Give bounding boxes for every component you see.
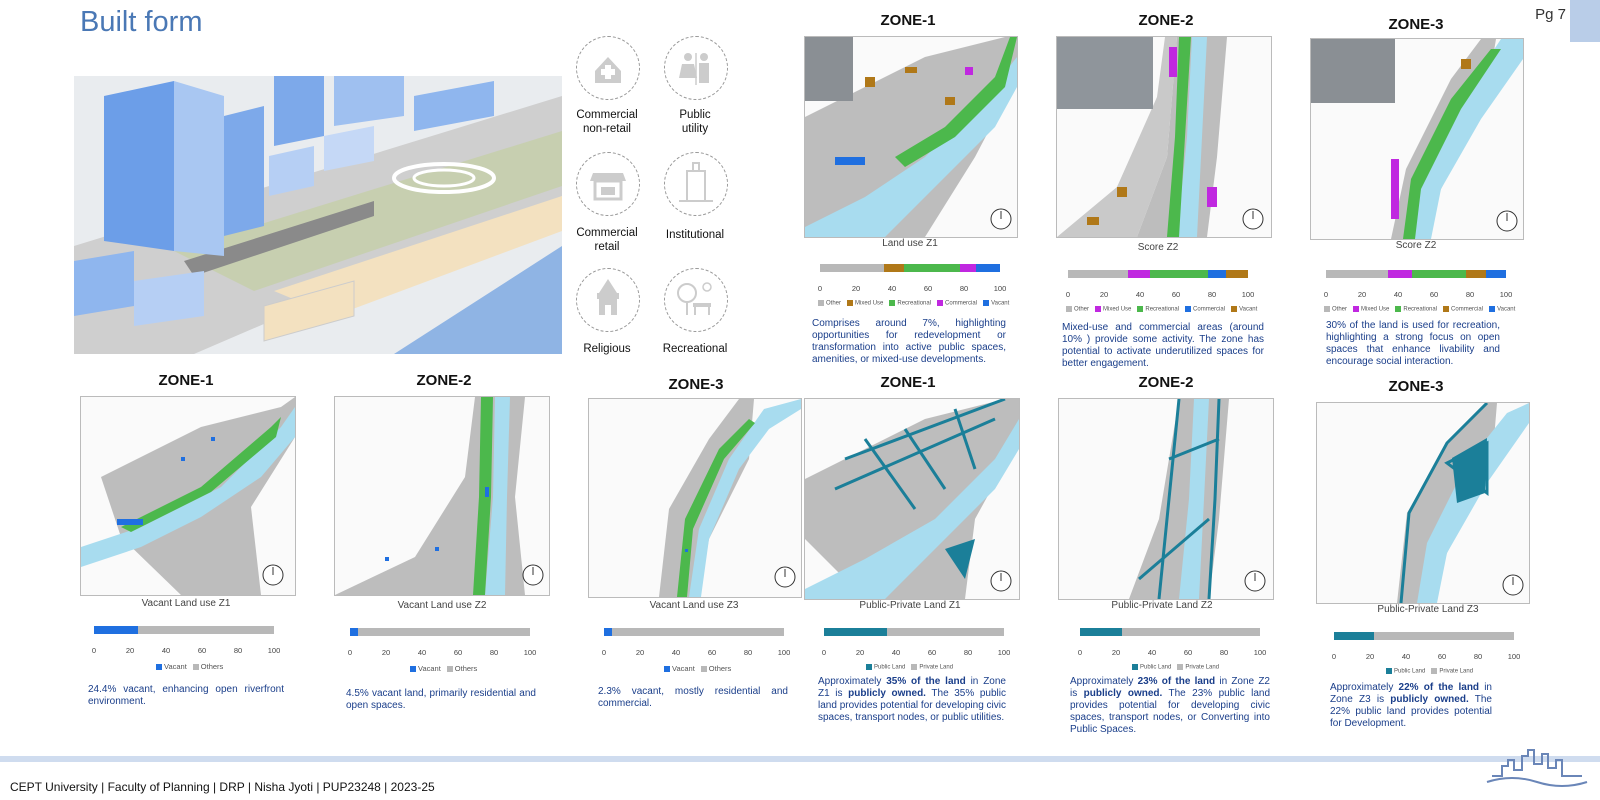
vacant-zone1-description: 24.4% vacant, enhancing open riverfront … [88, 684, 284, 707]
landuse-zone2-description: Mixed-use and commercial areas (around 1… [1062, 322, 1264, 369]
tower-icon [664, 152, 728, 216]
landuse-zone2-map [1056, 36, 1272, 238]
vacant-zone3-title: ZONE-3 [668, 376, 724, 393]
public-zone3-bar-fill [1334, 632, 1374, 640]
vacant-zone2-bar-fill [350, 628, 358, 636]
vacant-zone3-map [588, 398, 802, 598]
landuse-zone1-map [804, 36, 1018, 238]
vacant-zone1-map [80, 396, 296, 596]
built-form-illustration [74, 76, 562, 354]
public-zone2-bar-fill [1080, 628, 1122, 636]
shop-icon [576, 152, 640, 216]
footer-divider [0, 756, 1600, 762]
public-zone1-title: ZONE-1 [880, 374, 936, 391]
landuse-zone3-caption: Score Z2 [1395, 240, 1437, 251]
icon-label-public-utility: Public utility [679, 109, 711, 135]
cross-house-icon [576, 36, 640, 100]
vacant-zone2-title: ZONE-2 [416, 372, 472, 389]
park-bench-icon [664, 268, 728, 332]
vacant-zone3-bar-fill [604, 628, 612, 636]
landuse-zone3-description: 30% of the land is used for recreation, … [1326, 320, 1500, 367]
landuse-zone1-bar [820, 264, 1000, 272]
public-zone2-caption: Public-Private Land Z2 [1111, 600, 1213, 611]
vacant-zone2-map [334, 396, 550, 596]
public-zone3-caption: Public-Private Land Z3 [1377, 604, 1479, 615]
public-zone1-map [804, 398, 1020, 600]
restroom-icon [664, 36, 728, 100]
page-tab-marker [1570, 0, 1600, 42]
landuse-zone1-caption: Land use Z1 [882, 238, 938, 249]
public-zone3-title: ZONE-3 [1388, 378, 1444, 395]
icon-label-commercial-retail: Commercial retail [576, 227, 638, 253]
public-zone2-bar [1080, 628, 1260, 636]
public-zone3-map [1316, 402, 1530, 604]
vacant-zone1-bar-fill [94, 626, 138, 634]
public-zone2-description: Approximately 23% of the land in Zone Z2… [1070, 676, 1271, 735]
vacant-zone3-caption: Vacant Land use Z3 [649, 600, 739, 611]
public-zone1-caption: Public-Private Land Z1 [859, 600, 961, 611]
vacant-zone2-caption: Vacant Land use Z2 [397, 600, 487, 611]
public-zone1-bar [824, 628, 1004, 636]
public-zone1-description: Approximately 35% of the land in Zone Z1… [818, 676, 1006, 723]
landuse-zone2-caption: Score Z2 [1137, 242, 1179, 253]
landuse-zone3-title: ZONE-3 [1388, 16, 1444, 33]
landuse-zone2-title: ZONE-2 [1138, 12, 1194, 29]
vacant-zone2-description: 4.5% vacant land, primarily residential … [346, 688, 536, 711]
public-zone1-bar-fill [824, 628, 887, 636]
public-zone2-map [1058, 398, 1274, 600]
page-number: Pg 7 [1535, 6, 1566, 23]
vacant-zone1-bar [94, 626, 274, 634]
landuse-zone1-title: ZONE-1 [880, 12, 936, 29]
public-zone3-bar [1334, 632, 1514, 640]
landuse-zone3-bar [1326, 270, 1506, 278]
vacant-zone1-caption: Vacant Land use Z1 [141, 598, 231, 609]
icon-label-religious: Religious [583, 343, 631, 355]
landuse-zone3-map [1310, 38, 1524, 240]
page-title: Built form [80, 6, 203, 38]
icon-label-institutional: Institutional [665, 229, 725, 241]
public-zone3-description: Approximately 22% of the land in Zone Z3… [1330, 682, 1492, 729]
vacant-zone3-description: 2.3% vacant, mostly residential and comm… [598, 686, 788, 709]
city-skyline-logo [1482, 736, 1592, 794]
temple-icon [576, 268, 640, 332]
landuse-zone1-description: Comprises around 7%, highlighting opport… [812, 318, 1006, 365]
vacant-zone1-title: ZONE-1 [158, 372, 214, 389]
landuse-zone2-bar [1068, 270, 1248, 278]
icon-label-commercial-non-retail: Commercial non-retail [576, 109, 638, 135]
footer-text: CEPT University | Faculty of Planning | … [10, 780, 435, 794]
public-zone2-title: ZONE-2 [1138, 374, 1194, 391]
icon-label-recreational: Recreational [662, 343, 728, 355]
vacant-zone3-bar [604, 628, 784, 636]
vacant-zone2-bar [350, 628, 530, 636]
